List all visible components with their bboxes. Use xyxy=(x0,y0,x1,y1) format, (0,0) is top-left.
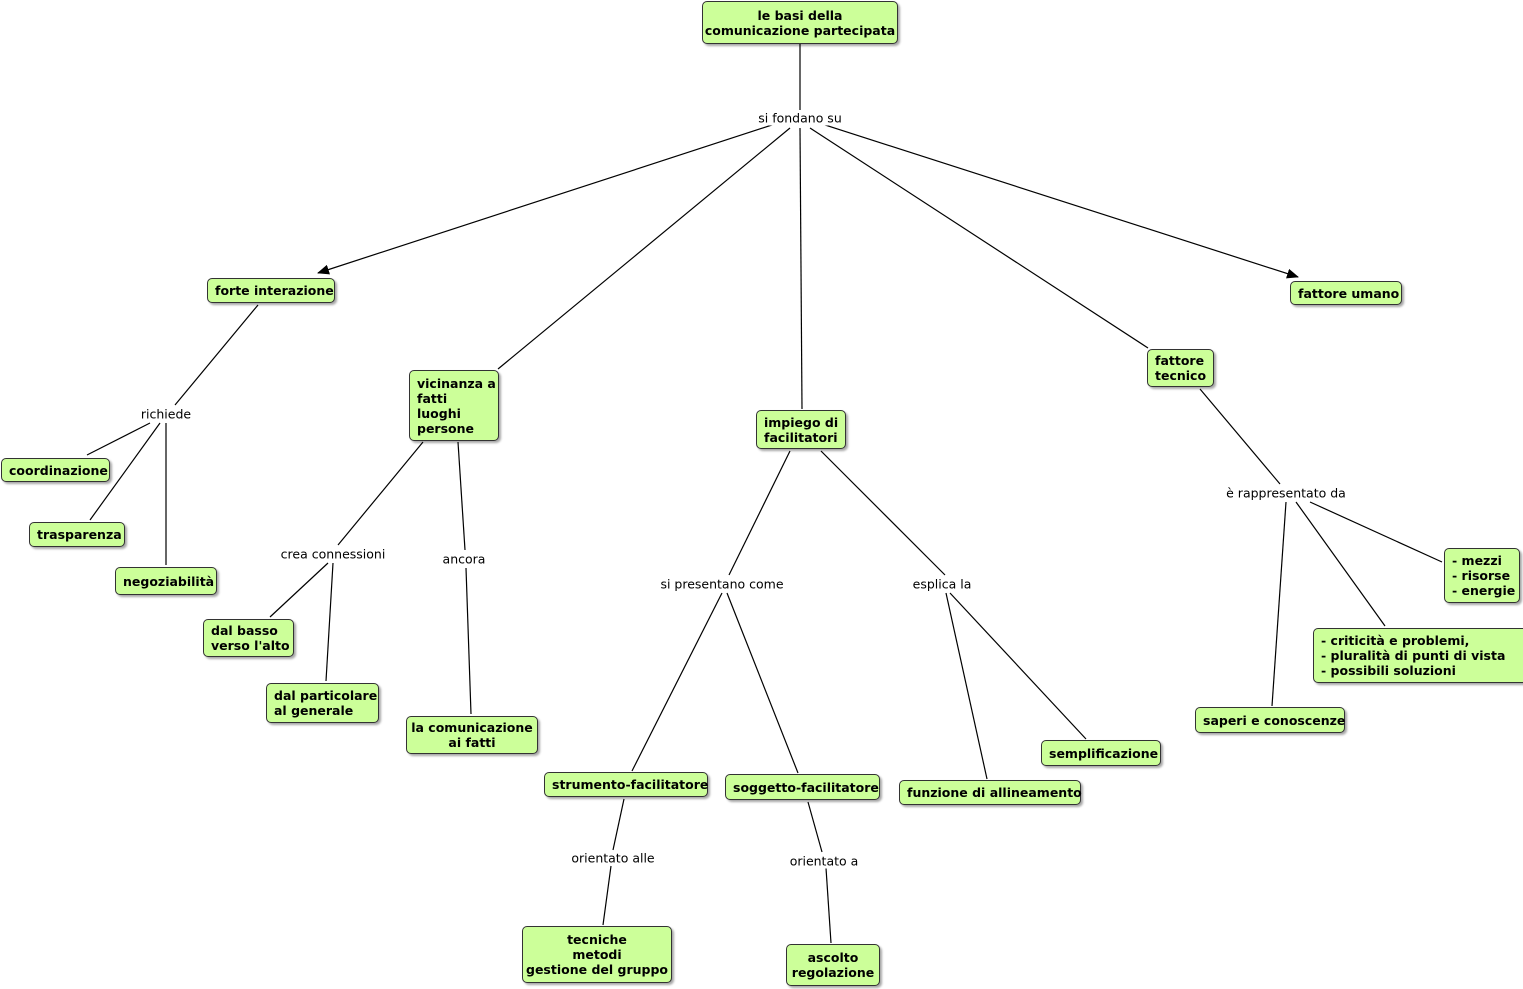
link-label-si-fondano-su: si fondano su xyxy=(756,110,844,126)
concept-label: soggetto-facilitatore xyxy=(733,779,879,795)
concept-label: funzione di allineamento xyxy=(907,785,1082,800)
concept-label: forte interazione xyxy=(215,283,334,298)
link-label-richiede: richiede xyxy=(138,406,194,422)
link-label-orientato-a: orientato a xyxy=(787,853,861,869)
concept-mezzi[interactable]: - mezzi - risorse - energie xyxy=(1444,548,1520,603)
concept-label: ascolto regolazione xyxy=(791,950,875,980)
concept-trasparenza[interactable]: trasparenza xyxy=(29,522,125,547)
connector-line xyxy=(1271,501,1287,707)
connector-line xyxy=(949,592,1087,740)
concept-label: - criticità e problemi, - pluralità di p… xyxy=(1321,633,1506,678)
concept-soggetto-facilitatore[interactable]: soggetto-facilitatore xyxy=(725,774,880,800)
concept-ascolto[interactable]: ascolto regolazione xyxy=(786,944,880,986)
connector-line xyxy=(807,801,823,853)
concept-label: fattore tecnico xyxy=(1155,353,1207,383)
link-label-si-presentano-come: si presentano come xyxy=(658,576,786,592)
concept-label: fattore umano xyxy=(1298,285,1400,301)
connector-line xyxy=(602,865,612,926)
connector-line xyxy=(89,422,161,521)
concept-label: trasparenza xyxy=(37,527,122,542)
concept-semplificazione[interactable]: semplificazione xyxy=(1041,740,1161,766)
concept-forte-interazione[interactable]: forte interazione xyxy=(207,278,335,303)
concept-label: dal basso verso l'alto xyxy=(211,623,290,653)
concept-label: saperi e conoscenze xyxy=(1203,712,1346,728)
connector-line xyxy=(317,123,776,275)
concept-label: negoziabilità xyxy=(123,573,215,589)
concept-label: - mezzi - risorse - energie xyxy=(1452,553,1516,598)
concept-negoziabilita[interactable]: negoziabilità xyxy=(115,567,217,595)
concept-dal-basso[interactable]: dal basso verso l'alto xyxy=(203,619,294,657)
connector-line xyxy=(325,562,334,682)
connector-line xyxy=(86,422,151,456)
link-label-e-rappresentato-da: è rappresentato da xyxy=(1224,485,1348,501)
link-label-esplica-la: esplica la xyxy=(910,576,974,592)
concept-strumento-facilitatore[interactable]: strumento-facilitatore xyxy=(544,772,708,797)
connector-line xyxy=(820,450,946,576)
connector-line xyxy=(728,450,791,576)
connector-line xyxy=(809,127,1149,349)
concept-label: strumento-facilitatore xyxy=(552,777,709,792)
concept-label: coordinazione xyxy=(9,462,108,478)
connector-line xyxy=(174,304,259,406)
connector-line xyxy=(1309,501,1443,563)
connector-line xyxy=(269,562,329,618)
connector-line xyxy=(825,867,832,944)
connector-line xyxy=(465,567,472,715)
concept-criticita[interactable]: - criticità e problemi, - pluralità di p… xyxy=(1313,628,1523,683)
concept-comunicazione-fatti[interactable]: la comunicazione ai fatti xyxy=(406,716,538,754)
concept-fattore-umano[interactable]: fattore umano xyxy=(1290,281,1402,305)
concept-label: vicinanza a fatti luoghi persone xyxy=(417,375,496,436)
concept-funzione-allineamento[interactable]: funzione di allineamento xyxy=(899,780,1082,805)
concept-label: dal particolare al generale xyxy=(274,688,378,718)
connector-line xyxy=(631,592,723,772)
concept-saperi[interactable]: saperi e conoscenze xyxy=(1195,707,1345,733)
link-label-orientato-alle: orientato alle xyxy=(569,850,657,866)
concept-vicinanza[interactable]: vicinanza a fatti luoghi persone xyxy=(409,370,499,441)
connector-line xyxy=(337,441,424,546)
connector-line xyxy=(612,798,625,851)
concept-label: semplificazione xyxy=(1049,745,1159,761)
connector-line xyxy=(497,127,791,370)
connector-line xyxy=(1295,501,1386,627)
concept-impiego-facilitatori[interactable]: impiego di facilitatori xyxy=(756,410,846,449)
link-label-ancora: ancora xyxy=(440,551,488,567)
connector-line xyxy=(799,127,803,410)
concept-label: la comunicazione ai fatti xyxy=(411,720,533,750)
concept-dal-particolare[interactable]: dal particolare al generale xyxy=(266,683,379,723)
concept-coordinazione[interactable]: coordinazione xyxy=(1,458,110,482)
concept-root[interactable]: le basi della comunicazione partecipata xyxy=(702,1,898,44)
concept-label: impiego di facilitatori xyxy=(764,414,839,445)
connector-line xyxy=(1199,388,1281,485)
concept-fattore-tecnico[interactable]: fattore tecnico xyxy=(1147,349,1214,387)
connector-line xyxy=(726,592,799,774)
concept-label: le basi della comunicazione partecipata xyxy=(704,7,896,38)
concept-label: tecniche metodi gestione del gruppo xyxy=(526,932,668,977)
connector-line xyxy=(821,123,1299,279)
connector-line xyxy=(945,592,988,780)
connector-line xyxy=(457,441,466,551)
concept-tecniche[interactable]: tecniche metodi gestione del gruppo xyxy=(522,926,672,983)
link-label-crea-connessioni: crea connessioni xyxy=(278,546,388,562)
